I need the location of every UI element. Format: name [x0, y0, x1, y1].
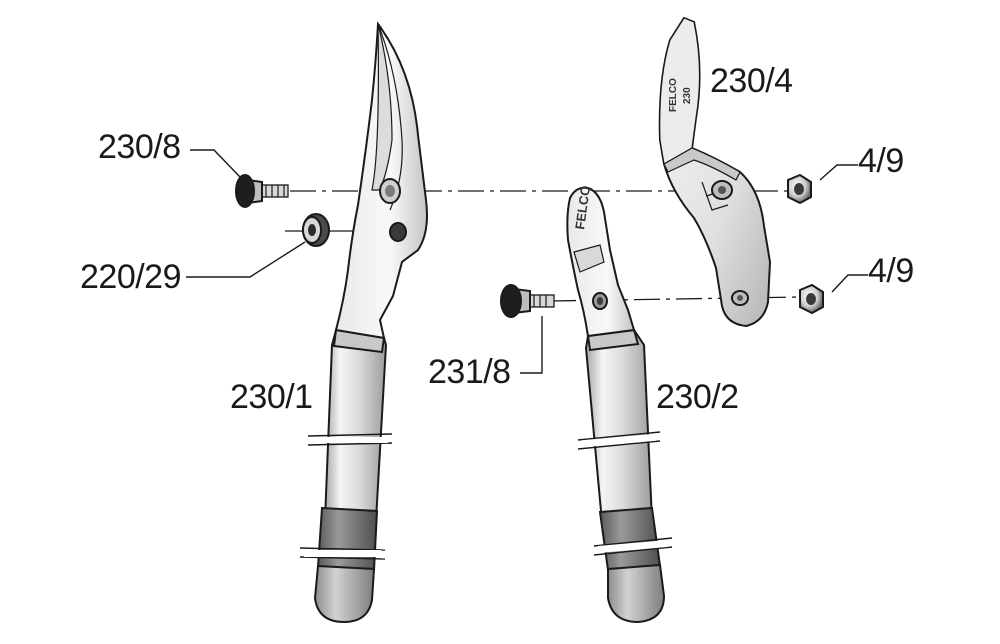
nut-4-9-upper: [787, 173, 812, 205]
bolt-231-8: [500, 284, 555, 318]
label-handle-230-2: 230/2: [656, 378, 739, 416]
handle-break-mark: [307, 433, 393, 446]
leader-lines: [186, 149, 868, 374]
left-handle-230-1: [299, 328, 393, 624]
label-spacer-220-29: 220/29: [80, 258, 181, 296]
label-counter-blade-230-4: 230/4: [710, 62, 793, 100]
label-handle-230-1: 230/1: [230, 378, 313, 416]
spacer-220-29: [302, 213, 330, 247]
bolt-230-8: [235, 174, 289, 208]
blade-logo-marking: FELCO: [668, 78, 679, 112]
grip-break-mark: [593, 537, 673, 556]
counter-blade-230-4: [658, 16, 772, 328]
handle-break-mark: [577, 431, 661, 450]
right-handle-230-2: [566, 186, 673, 624]
label-nut-4-9-upper: 4/9: [858, 142, 904, 180]
label-nut-4-9-lower: 4/9: [868, 252, 914, 290]
label-bolt-231-8: 231/8: [428, 353, 511, 391]
upper-blade: [334, 21, 428, 340]
grip-break-mark: [299, 547, 386, 560]
nut-4-9-lower: [799, 283, 824, 315]
blade-model-marking: 230: [682, 87, 693, 104]
handle-logo-marking: FELCO: [572, 185, 593, 231]
label-bolt-230-8: 230/8: [98, 128, 181, 166]
